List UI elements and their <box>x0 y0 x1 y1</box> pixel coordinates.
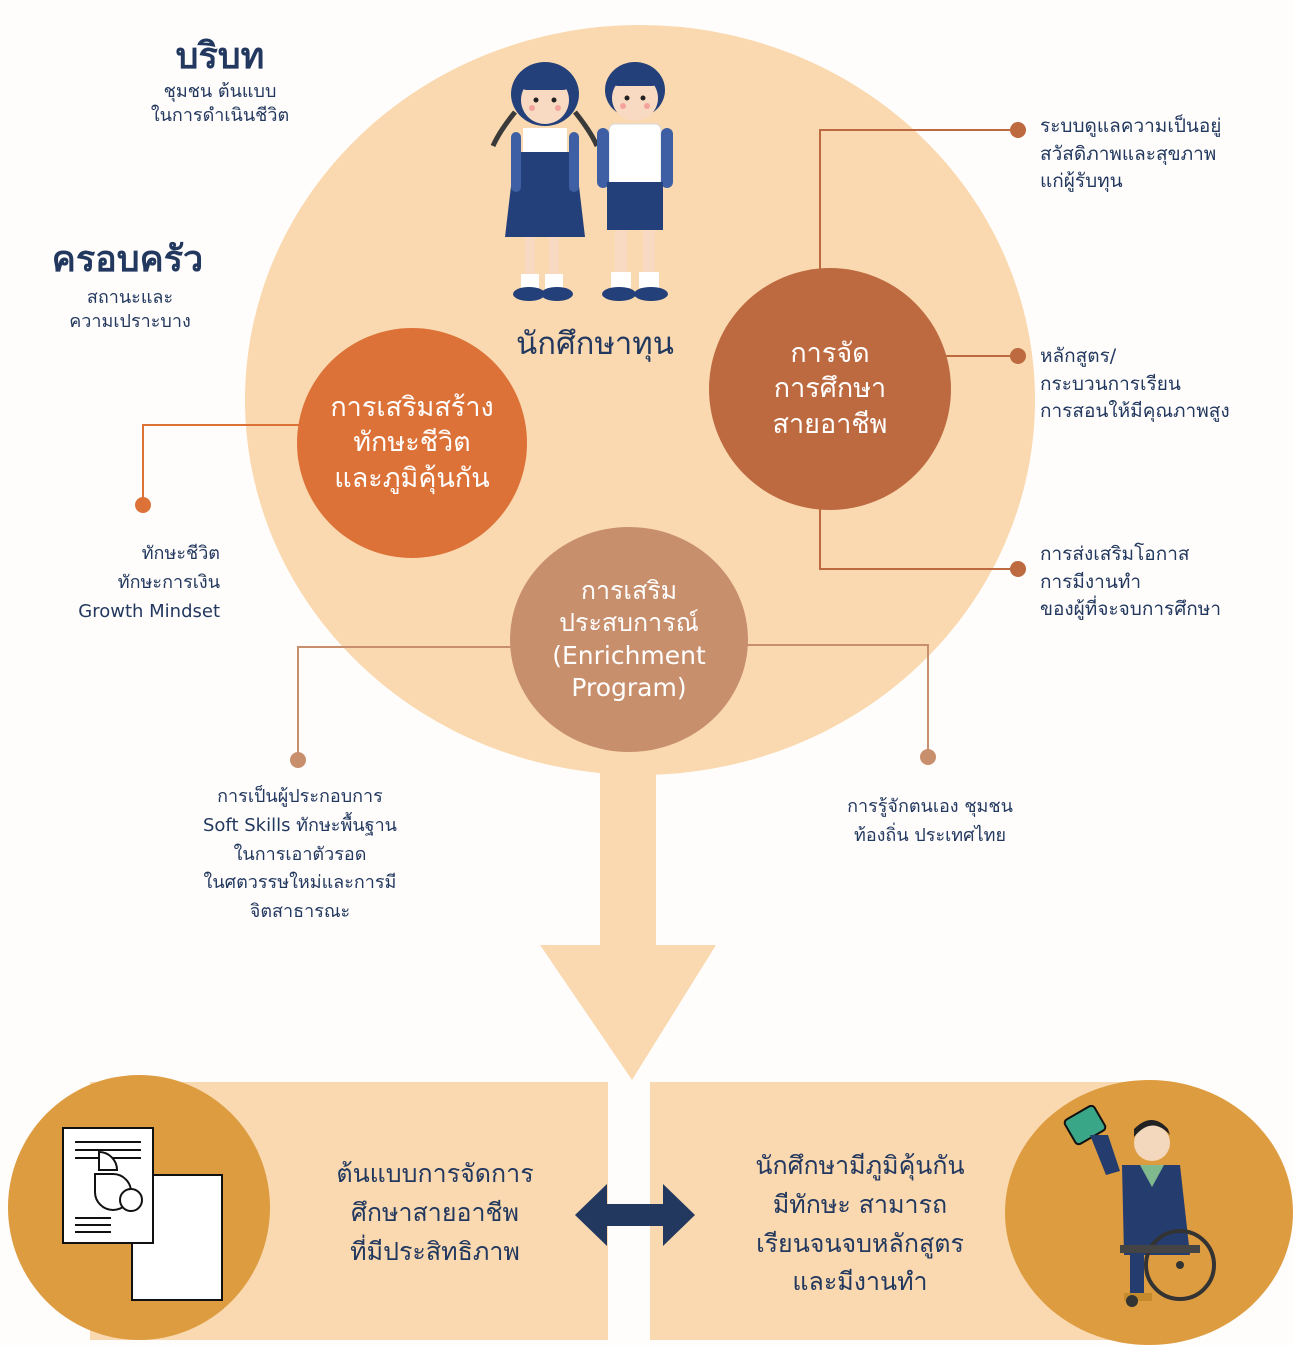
enrichment-connector-left <box>297 646 512 760</box>
employment-label: การส่งเสริมโอกาส การมีงานทำ ของผู้ที่จะจ… <box>1040 543 1222 621</box>
context-title: บริบท <box>175 36 265 77</box>
double-arrow-icon <box>575 1184 695 1246</box>
life-skills-connector <box>142 424 300 505</box>
context-description: ชุมชน ต้นแบบ ในการดำเนินชีวิต <box>150 81 290 127</box>
dot-entrepreneur <box>290 752 306 768</box>
dot-welfare <box>1010 122 1026 138</box>
students-icon <box>490 62 673 301</box>
dot-curriculum <box>1010 348 1026 364</box>
welfare-label: ระบบดูแลความเป็นอยู่ สวัสดิภาพและสุขภาพ … <box>1040 115 1222 193</box>
dot-self-knowledge <box>920 749 936 765</box>
dot-life-skills <box>135 497 151 513</box>
girl-figure <box>490 62 600 301</box>
vocational-bubble: การจัด การศึกษา สายอาชีพ <box>709 268 951 510</box>
right-outcome-text: นักศึกษามีภูมิคุ้นกัน มีทักษะ สามารถ เรี… <box>755 1151 965 1297</box>
left-outcome-text: ต้นแบบการจัดการ ศึกษาสายอาชีพ ที่มีประสิ… <box>336 1159 534 1266</box>
self-knowledge-label: การรู้จักตนเอง ชุมชน ท้องถิ่น ประเทศไทย <box>847 796 1013 846</box>
enrichment-bubble: การเสริม ประสบการณ์ (Enrichment Program) <box>510 527 748 752</box>
center-label: นักศึกษาทุน <box>516 326 674 362</box>
vocational-connectors <box>819 129 1018 570</box>
dot-employment <box>1010 561 1026 577</box>
curriculum-label: หลักสูตร/ กระบวนการเรียน การสอนให้มีคุณภ… <box>1040 345 1230 423</box>
life-skills-label: ทักษะชีวิต ทักษะการเงิน Growth Mindset <box>78 543 220 622</box>
family-title: ครอบครัว <box>51 239 204 280</box>
enrichment-connector-right <box>745 644 929 757</box>
life-skills-bubble: การเสริมสร้าง ทักษะชีวิต และภูมิคุ้นกัน <box>297 328 527 558</box>
family-description: สถานะและ ความเปราะบาง <box>69 287 191 333</box>
graduate-wheelchair-icon <box>1063 1105 1216 1307</box>
down-arrow <box>540 740 716 1080</box>
boy-figure <box>597 62 673 301</box>
document-chart-icon <box>62 1127 223 1301</box>
entrepreneur-label: การเป็นผู้ประกอบการ Soft Skills ทักษะพื้… <box>202 786 397 923</box>
